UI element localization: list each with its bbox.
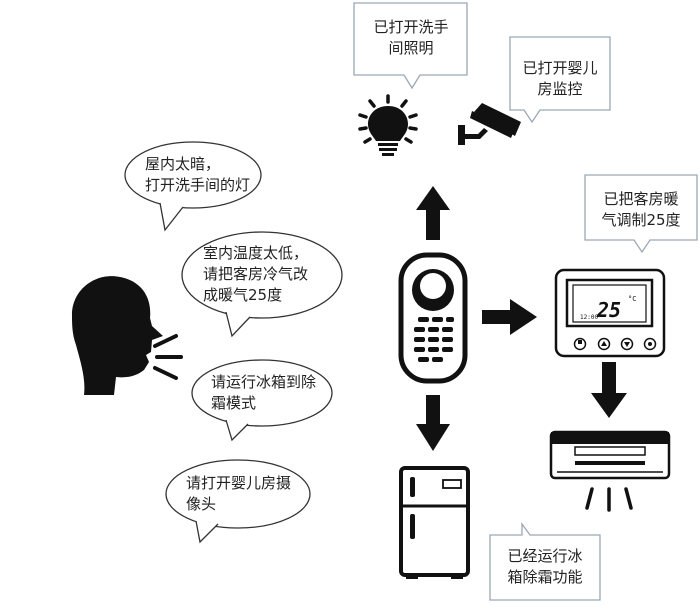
thermostat-power-button[interactable] xyxy=(573,337,587,351)
air-conditioner-icon xyxy=(549,430,671,512)
thermostat-temperature: 25 xyxy=(596,298,621,322)
callout-camera xyxy=(509,36,611,124)
request-heating-text: 室内温度太低， 请把客房冷气改 成暖气25度 xyxy=(203,244,309,304)
thermostat-up-button[interactable] xyxy=(597,337,611,351)
thermostat-time: 12:00 xyxy=(580,314,598,321)
arrow-down xyxy=(416,395,450,451)
confirm-camera-text: 已打开婴儿 房监控 xyxy=(522,59,598,98)
speech-bubble-light xyxy=(124,141,262,232)
confirm-light-text: 已打开洗手 间照明 xyxy=(373,18,449,57)
arrow-up xyxy=(416,186,450,240)
confirm-fridge-text: 已经运行冰 箱除霜功能 xyxy=(507,547,583,586)
thermostat-icon: 25 °C 12:00 xyxy=(554,268,666,358)
request-fridge-text: 请运行冰箱到除 霜模式 xyxy=(211,373,317,412)
arrow-down-to-ac xyxy=(591,362,627,418)
remote-control-icon xyxy=(398,252,468,384)
speech-bubble-fridge xyxy=(191,359,333,442)
security-camera-icon xyxy=(458,103,521,145)
speech-bubble-camera xyxy=(165,459,311,544)
confirm-heating-text: 已把客房暖 气调制25度 xyxy=(601,190,681,229)
callout-fridge xyxy=(489,522,601,601)
speech-bubble-heating xyxy=(181,231,343,338)
arrow-right xyxy=(482,299,537,335)
light-bulb-icon xyxy=(358,94,418,156)
callout-heating xyxy=(584,174,698,254)
request-light-text: 屋内太暗， 打开洗手间的灯 xyxy=(145,155,251,194)
thermostat-unit: °C xyxy=(628,295,636,303)
thermostat-mode-button[interactable] xyxy=(643,337,657,351)
thermostat-down-button[interactable] xyxy=(620,337,634,351)
callout-light xyxy=(353,2,468,90)
speaking-head-icon xyxy=(72,276,183,395)
request-camera-text: 请打开婴儿房摄 像头 xyxy=(186,474,292,513)
refrigerator-icon xyxy=(399,466,470,579)
